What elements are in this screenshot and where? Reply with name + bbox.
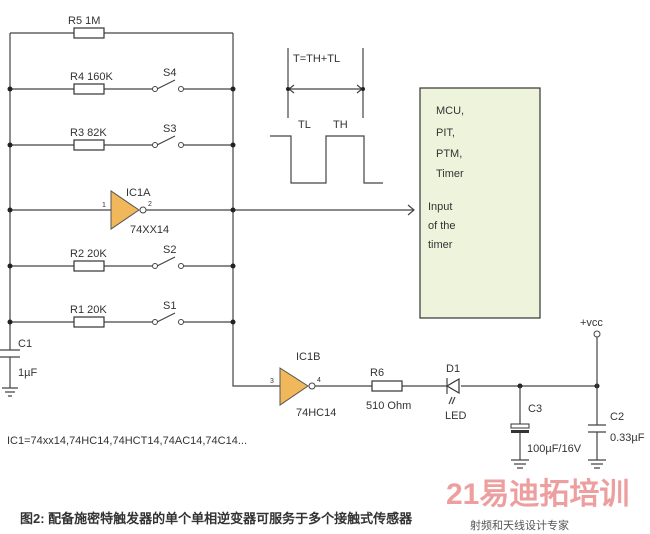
branch-r2-s2 — [7, 256, 236, 272]
label-r5: R5 1M — [68, 15, 100, 27]
mcu-line: MCU, — [436, 105, 464, 117]
resistor-r6 — [371, 380, 403, 392]
label-c2: C2 — [610, 411, 624, 423]
label-s1: S1 — [163, 300, 176, 312]
branch-r3-s3 — [7, 135, 236, 151]
label-r3: R3 82K — [70, 127, 107, 139]
pin-1: 1 — [102, 202, 106, 209]
input-line: of the — [428, 220, 456, 232]
label-c1-value: 1µF — [18, 367, 37, 379]
buffer-ic1a — [7, 190, 415, 230]
label-ic1b: IC1B — [296, 351, 320, 363]
label-c3-value: 100µF/16V — [527, 443, 582, 455]
label-r4: R4 160K — [70, 71, 113, 83]
ic-note: IC1=74xx14,74HC14,74HCT14,74AC14,74C14..… — [7, 435, 247, 447]
mcu-box — [419, 87, 541, 319]
capacitor-c2 — [588, 330, 606, 469]
tl-label: TL — [298, 119, 311, 131]
label-c1: C1 — [18, 338, 32, 350]
pin-3: 3 — [270, 378, 274, 385]
watermark-tagline: 射频和天线设计专家 — [470, 518, 569, 532]
label-r2: R2 20K — [70, 248, 107, 260]
mcu-line: PTM, — [436, 148, 462, 160]
capacitor-c3 — [510, 383, 530, 469]
resistor-r5 — [73, 27, 105, 39]
mcu-line: Timer — [436, 168, 464, 180]
buffer-ic1b — [279, 367, 597, 406]
waveform — [270, 48, 383, 184]
label-ic1a-part: 74XX14 — [130, 224, 169, 236]
pin-4: 4 — [317, 377, 321, 384]
capacitor-c1 — [0, 340, 20, 397]
period-label: T=TH+TL — [293, 53, 340, 65]
th-label: TH — [333, 119, 348, 131]
branch-r1-s1 — [7, 312, 236, 328]
label-r6: R6 — [370, 367, 384, 379]
label-r6-value: 510 Ohm — [366, 400, 411, 412]
label-s4: S4 — [163, 67, 176, 79]
label-r1: R1 20K — [70, 304, 107, 316]
input-line: timer — [428, 239, 453, 251]
watermark-logo: 21易迪拓培训 — [446, 477, 629, 511]
pin-2: 2 — [148, 201, 152, 208]
label-c3: C3 — [528, 403, 542, 415]
label-ic1b-part: 74HC14 — [296, 407, 336, 419]
label-c2-value: 0.33µF — [610, 432, 645, 444]
branch-r4-s4 — [7, 79, 236, 95]
led-d1 — [445, 377, 460, 405]
figure-caption: 图2: 配备施密特触发器的单个单相逆变器可服务于多个接触式传感器 — [20, 511, 413, 526]
right-rail — [232, 33, 280, 387]
label-d1: D1 — [446, 363, 460, 375]
label-vcc: +vcc — [580, 317, 603, 329]
input-line: Input — [428, 201, 452, 213]
mcu-line: PIT, — [436, 127, 455, 139]
label-s3: S3 — [163, 123, 176, 135]
label-ic1a: IC1A — [126, 187, 151, 199]
label-d1-type: LED — [445, 410, 466, 422]
label-s2: S2 — [163, 244, 176, 256]
